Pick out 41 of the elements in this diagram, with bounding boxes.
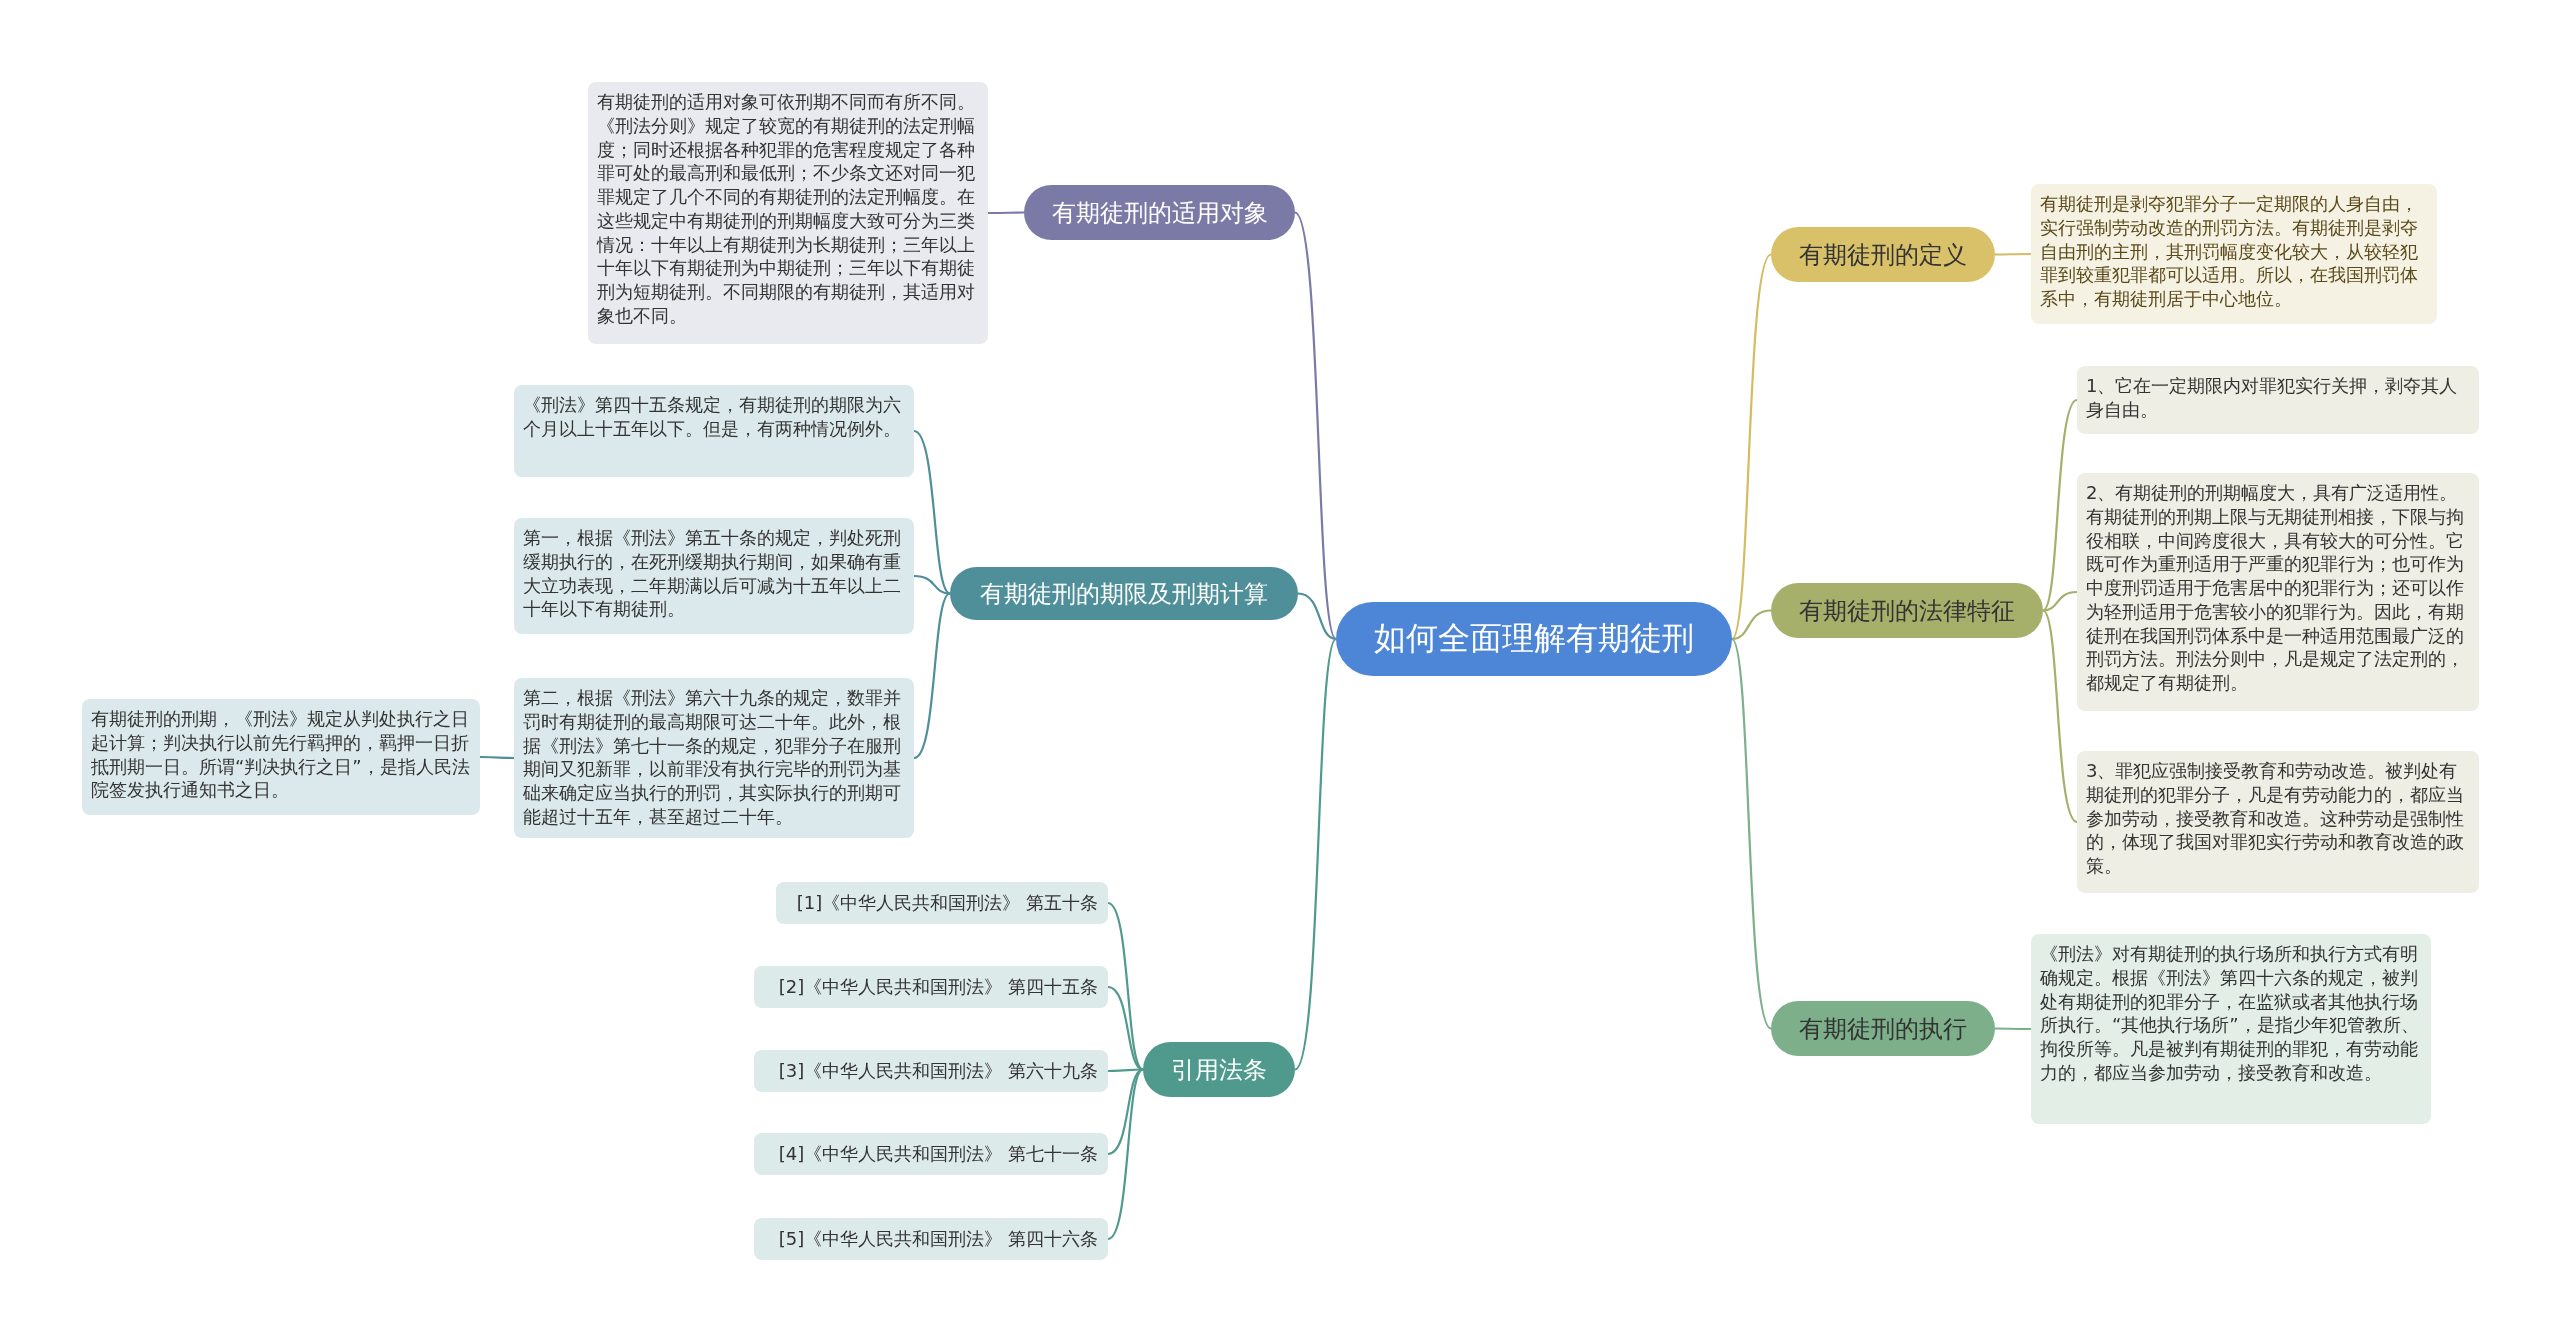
connector-line <box>2042 399 2078 612</box>
connector-line <box>2042 590 2078 612</box>
note-box: 有期徒刑的适用对象可依刑期不同而有所不同。《刑法分则》规定了较宽的有期徒刑的法定刑幅度；同时还根据各种犯罪的危害程度规定了各种罪可处的最高刑和最低刑；不少条文还对同一犯罪规定了几个不同的有期徒刑的法定刑幅度。在这些规定中有期徒刑的刑期幅度大致可分为三类情况：十年以上有期徒刑为长期徒刑；三年以上十年以下有期徒刑为中期徒刑；三年以下有期徒刑为短期徒刑。不同期限的有期徒刑，其适用对象也不同。 <box>588 82 988 344</box>
connector-line <box>1731 253 1772 640</box>
central-topic: 如何全面理解有期徒刑 <box>1336 602 1732 676</box>
topic-pill: 有期徒刑的定义 <box>1771 227 1995 282</box>
note-box: 第一，根据《刑法》第五十条的规定，判处死刑缓期执行的，在死刑缓期执行期间，如果确有重大立功表现，二年期满以后可减为十五年以上二十年以下有期徒刑。 <box>514 518 914 634</box>
connector-line <box>1294 211 1337 640</box>
citation-box: [2]《中华人民共和国刑法》 第四十五条 <box>754 966 1108 1008</box>
connector-line <box>480 755 514 760</box>
note-box: 《刑法》对有期徒刑的执行场所和执行方式有明确规定。根据《刑法》第四十六条的规定，被判处有期徒刑的犯罪分子，在监狱或者其他执行场所执行。“其他执行场所”，是指少年犯管教所、拘役所等。凡是被判有期徒刑的罪犯，有劳动能力的，都应当参加劳动，接受教育和改造。 <box>2031 934 2431 1124</box>
connector-line <box>1995 1027 2031 1031</box>
connector-line <box>913 430 951 595</box>
connector-line <box>1731 609 1772 641</box>
note-box: 有期徒刑是剥夺犯罪分子一定期限的人身自由，实行强制劳动改造的刑罚方法。有期徒刑是剥夺自由刑的主刑，其刑罚幅度变化较大，从较轻犯罪到较重犯罪都可以适用。所以，在我国刑罚体系中，有期徒刑居于中心地位。 <box>2031 184 2437 324</box>
citation-box: [3]《中华人民共和国刑法》 第六十九条 <box>754 1050 1108 1092</box>
topic-pill: 有期徒刑的执行 <box>1771 1001 1995 1056</box>
connector-line <box>1294 638 1337 1071</box>
note-box: 3、罪犯应强制接受教育和劳动改造。被判处有期徒刑的犯罪分子，凡是有劳动能力的，都应当参加劳动，接受教育和改造。这种劳动是强制性的，体现了我国对罪犯实行劳动和教育改造的政策。 <box>2077 751 2479 893</box>
note-box: 1、它在一定期限内对罪犯实行关押，剥夺其人身自由。 <box>2077 366 2479 434</box>
note-box: 2、有期徒刑的刑期幅度大，具有广泛适用性。有期徒刑的刑期上限与无期徒刑相接，下限与拘役相联，中间跨度很大，具有较大的可分性。它既可作为重刑适用于严重的犯罪行为；也可作为中度刑罚适用于危害居中的犯罪行为；还可以作为轻刑适用于危害较小的犯罪行为。因此，有期徒刑在我国刑罚体系中是一种适用范围最广泛的刑罚方法。刑法分则中，凡是规定了法定刑的，都规定了有期徒刑。 <box>2077 473 2479 711</box>
connector-line <box>1107 902 1144 1071</box>
connector-line <box>1297 592 1337 641</box>
connector-line <box>1995 252 2031 256</box>
citation-box: [1]《中华人民共和国刑法》 第五十条 <box>776 882 1108 924</box>
connector-line <box>1108 1068 1143 1073</box>
citation-box: [5]《中华人民共和国刑法》 第四十六条 <box>754 1218 1108 1260</box>
citation-box: [4]《中华人民共和国刑法》 第七十一条 <box>754 1133 1108 1175</box>
connector-line <box>1731 638 1772 1030</box>
note-box: 《刑法》第四十五条规定，有期徒刑的期限为六个月以上十五年以下。但是，有两种情况例外。 <box>514 385 914 477</box>
note-box: 有期徒刑的刑期，《刑法》规定从判处执行之日起计算；判决执行以前先行羁押的，羁押一日折抵刑期一日。所谓“判决执行之日”，是指人民法院签发执行通知书之日。 <box>82 699 480 815</box>
topic-pill: 引用法条 <box>1143 1042 1295 1097</box>
connector-line <box>988 211 1024 215</box>
connector-line <box>913 574 951 595</box>
topic-pill: 有期徒刑的期限及刑期计算 <box>950 567 1298 620</box>
topic-pill: 有期徒刑的适用对象 <box>1024 185 1295 240</box>
connector-line <box>1107 1068 1144 1240</box>
note-box: 第二，根据《刑法》第六十九条的规定，数罪并罚时有期徒刑的最高期限可达二十年。此外，根据《刑法》第七十一条的规定，犯罪分子在服刑期间又犯新罪，以前罪没有执行完毕的刑罚为基础来确定应当执行的刑罚，其实际执行的刑期可能超过十五年，甚至超过二十年。 <box>514 678 914 838</box>
topic-pill: 有期徒刑的法律特征 <box>1771 583 2043 638</box>
connector-line <box>913 592 951 759</box>
connector-line <box>2042 609 2078 823</box>
